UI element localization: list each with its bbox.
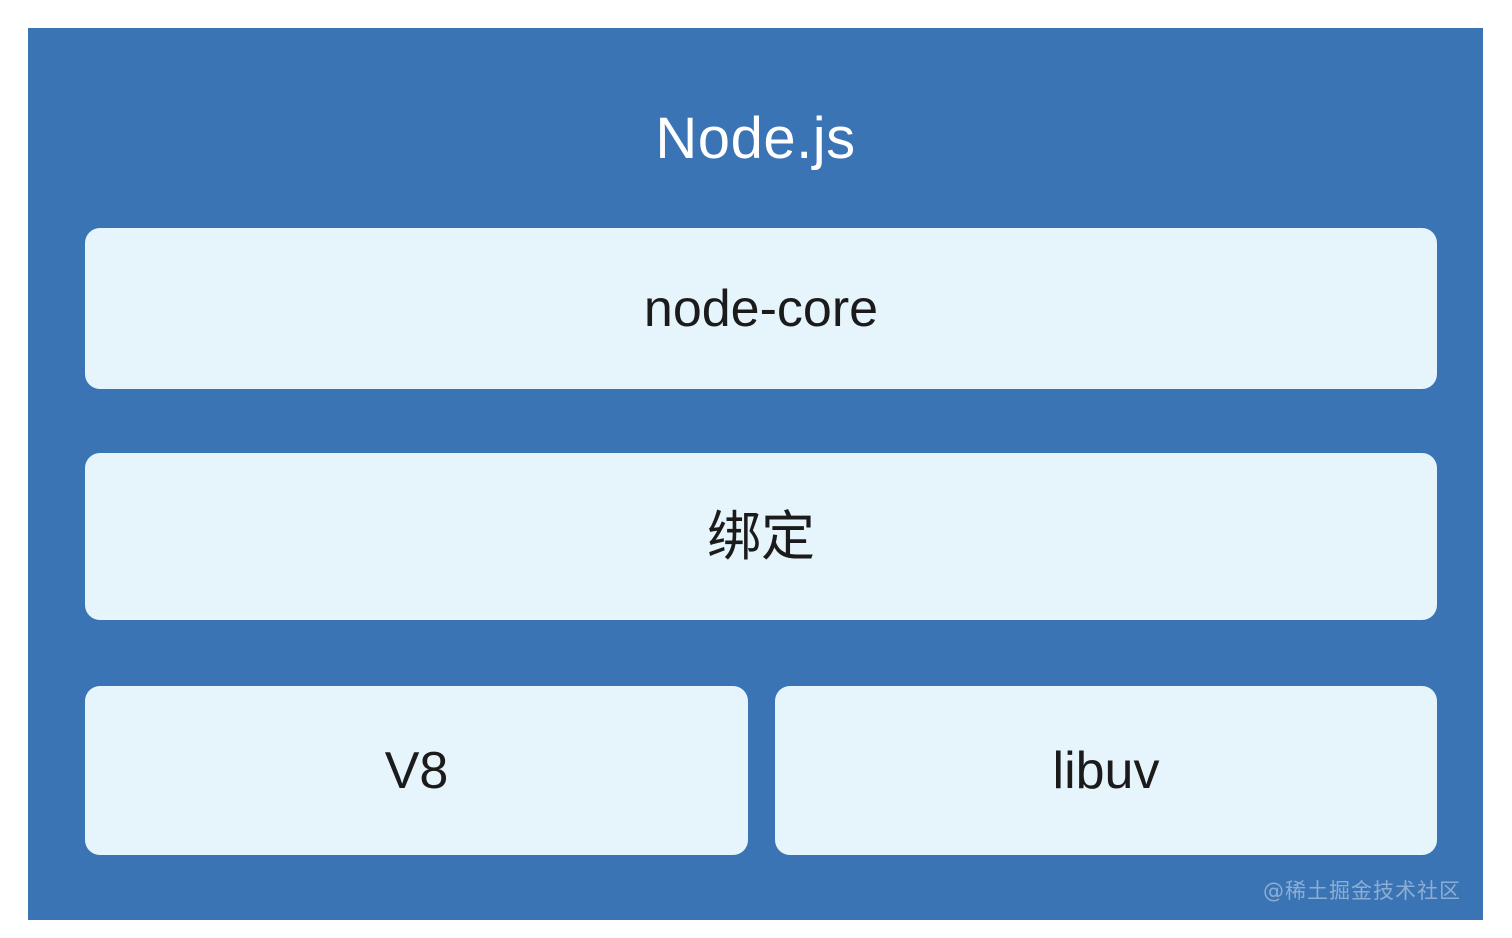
layer-box-libuv: libuv <box>775 686 1437 855</box>
layer-label-bindings: 绑定 <box>707 506 815 567</box>
layer-label-libuv: libuv <box>1052 741 1160 800</box>
nodejs-runtime-panel: Node.js node-core 绑定 V8 libuv @稀土掘金技术社区 <box>28 28 1483 920</box>
layer-label-node-core: node-core <box>643 279 879 338</box>
watermark-credit: @稀土掘金技术社区 <box>1263 879 1461 903</box>
page-title: Node.js <box>655 106 856 171</box>
layer-box-bindings: 绑定 <box>85 453 1437 620</box>
layer-box-node-core: node-core <box>85 228 1437 389</box>
layer-box-v8: V8 <box>85 686 748 855</box>
layer-label-v8: V8 <box>384 741 449 800</box>
